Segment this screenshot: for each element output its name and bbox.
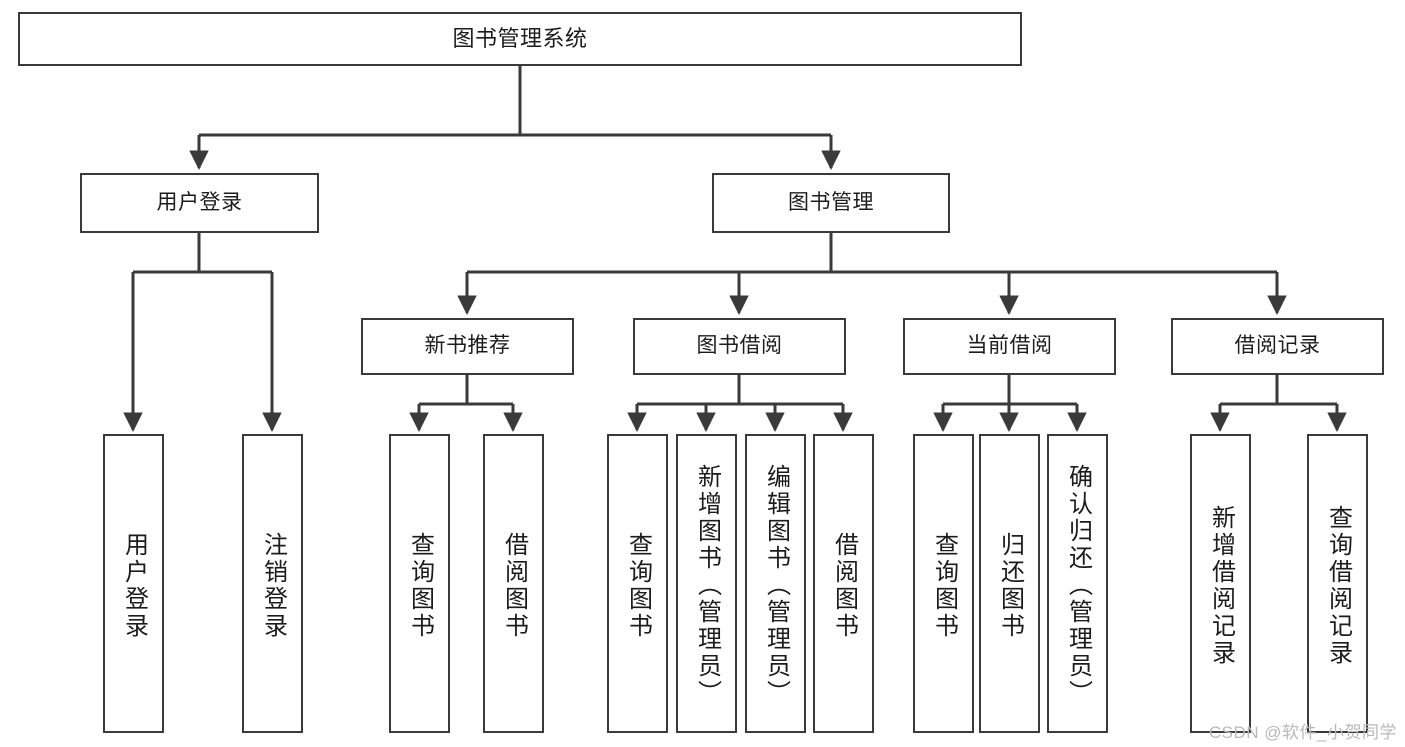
node-book-management[interactable]: 图书管理: [712, 173, 950, 233]
leaf-query-book-3[interactable]: 查询图书: [913, 434, 974, 733]
leaf-borrow-book-2[interactable]: 借阅图书: [813, 434, 874, 733]
leaf-add-book-admin[interactable]: 新增图书（管理员）: [676, 434, 737, 733]
leaf-add-borrow-record[interactable]: 新增借阅记录: [1190, 434, 1251, 733]
node-book-borrow[interactable]: 图书借阅: [633, 318, 846, 375]
leaf-query-borrow-record[interactable]: 查询借阅记录: [1307, 434, 1368, 733]
leaf-logout-login[interactable]: 注销登录: [242, 434, 303, 733]
node-label: 用户登录: [156, 190, 243, 214]
node-root-book-management-system[interactable]: 图书管理系统: [18, 12, 1022, 66]
leaf-return-book[interactable]: 归还图书: [979, 434, 1040, 733]
node-user-login[interactable]: 用户登录: [80, 173, 319, 233]
node-label: 用户登录: [120, 531, 148, 640]
leaf-edit-book-admin[interactable]: 编辑图书（管理员）: [745, 434, 806, 733]
node-label: 归还图书: [996, 531, 1024, 640]
node-label: 图书借阅: [696, 334, 783, 358]
node-label: 新增图书（管理员）: [693, 464, 721, 707]
leaf-query-book-1[interactable]: 查询图书: [389, 434, 450, 733]
watermark-text: CSDN @软件_小贺同学: [1208, 723, 1397, 742]
node-label: 借阅图书: [500, 531, 528, 640]
node-borrow-record[interactable]: 借阅记录: [1171, 318, 1384, 375]
node-label: 新书推荐: [424, 334, 511, 358]
node-label: 图书管理: [788, 190, 874, 214]
node-label: 确认归还（管理员）: [1064, 464, 1092, 707]
leaf-confirm-return-admin[interactable]: 确认归还（管理员）: [1047, 434, 1108, 733]
node-label: 查询图书: [624, 531, 652, 640]
node-label: 新增借阅记录: [1207, 504, 1235, 667]
node-label: 查询图书: [406, 531, 434, 640]
node-label: 查询借阅记录: [1324, 504, 1352, 667]
node-label: 编辑图书（管理员）: [762, 464, 790, 707]
node-new-book-recommend[interactable]: 新书推荐: [361, 318, 574, 375]
node-label: 借阅记录: [1234, 334, 1321, 358]
node-label: 当前借阅: [966, 334, 1053, 358]
node-label: 借阅图书: [830, 531, 858, 640]
node-label: 图书管理系统: [452, 26, 588, 52]
leaf-query-book-2[interactable]: 查询图书: [607, 434, 668, 733]
node-label: 注销登录: [259, 531, 287, 640]
node-current-borrow[interactable]: 当前借阅: [903, 318, 1116, 375]
node-label: 查询图书: [930, 531, 958, 640]
leaf-user-login[interactable]: 用户登录: [103, 434, 164, 733]
leaf-borrow-book-1[interactable]: 借阅图书: [483, 434, 544, 733]
